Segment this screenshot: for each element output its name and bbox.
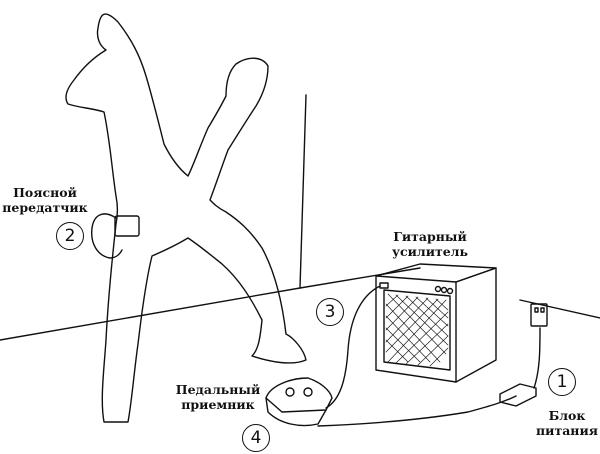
room-corner-line (299, 94, 307, 289)
amplifier-input-jack (379, 282, 389, 289)
pedal-receiver-label-line1: Педальный (175, 382, 261, 397)
amplifier-knob (446, 287, 454, 295)
amplifier-side (455, 267, 497, 383)
pedal-receiver-label: Педальный приемник (170, 382, 266, 412)
guitar-amplifier-label-line1: Гитарный (393, 229, 467, 244)
transmitter-cable (91, 213, 123, 259)
power-cord (533, 327, 541, 389)
amplifier-knob (434, 285, 442, 293)
guitar-amplifier-label: Гитарный усилитель (380, 229, 480, 259)
person-silhouette (65, 13, 307, 423)
amplifier-grille-frame (383, 289, 451, 371)
outlet-socket (534, 307, 539, 313)
amplifier-knob (440, 286, 448, 294)
wall-outlet (530, 303, 548, 327)
power-supply-brick (499, 383, 537, 407)
power-supply-number: 1 (548, 368, 576, 396)
amplifier-grille-mesh (385, 293, 449, 367)
guitar-amplifier-number: 3 (316, 298, 344, 326)
outlet-socket (540, 307, 545, 313)
power-supply-label-line2: питания (536, 423, 598, 438)
pedal-receiver-top (265, 377, 333, 413)
pedal-receiver-number: 4 (242, 424, 270, 452)
wall-line-right (519, 299, 600, 319)
pedal-footswitch (303, 387, 313, 397)
floor-line-left (0, 287, 301, 341)
power-supply-label-line1: Блок (548, 408, 586, 423)
pedal-receiver-body (265, 397, 327, 427)
receiver-to-amp-cable (325, 285, 381, 409)
belt-transmitter-label-line2: передатчик (2, 200, 88, 215)
pedal-receiver-label-line2: приемник (181, 397, 255, 412)
receiver-to-power-cable (317, 395, 517, 427)
belt-transmitter-number: 2 (56, 222, 84, 250)
belt-transmitter-label-line1: Поясной (13, 185, 77, 200)
belt-transmitter-device (114, 215, 140, 237)
power-supply-label: Блок питания (534, 408, 600, 438)
pedal-footswitch (285, 387, 295, 397)
floor-line-right (299, 267, 421, 289)
guitar-amplifier-label-line2: усилитель (392, 244, 468, 259)
amplifier-body (375, 275, 457, 383)
belt-transmitter-label: Поясной передатчик (2, 185, 88, 215)
